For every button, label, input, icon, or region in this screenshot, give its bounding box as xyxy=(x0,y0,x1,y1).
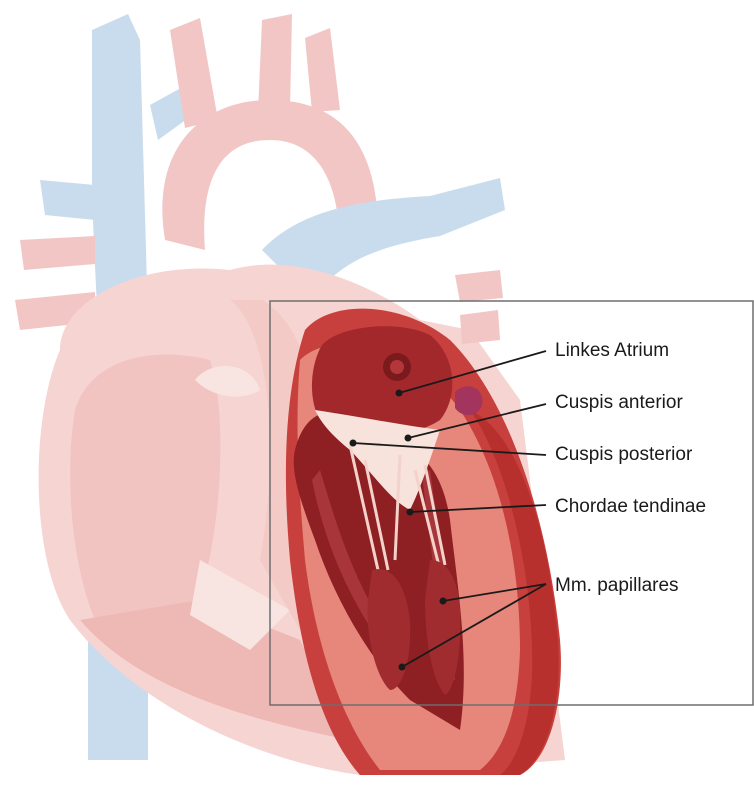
atrial-appendage xyxy=(455,386,482,415)
pulmonary-vein-right-1 xyxy=(455,270,503,302)
label-cuspis-anterior: Cuspis anterior xyxy=(555,393,683,412)
label-chordae-tendinae: Chordae tendinae xyxy=(555,497,706,516)
label-linkes-atrium: Linkes Atrium xyxy=(555,341,669,360)
pulmonary-vein-opening-inner xyxy=(390,360,404,374)
label-mm-papillares: Mm. papillares xyxy=(555,576,679,595)
pulmonary-vessel-left-1 xyxy=(20,236,95,270)
pulmonary-vein-left xyxy=(40,180,95,220)
aorta-branch-3 xyxy=(305,28,340,112)
label-cuspis-posterior: Cuspis posterior xyxy=(555,445,692,464)
pulmonary-vein-right-2 xyxy=(460,310,500,344)
aorta-branch-2 xyxy=(258,14,292,112)
